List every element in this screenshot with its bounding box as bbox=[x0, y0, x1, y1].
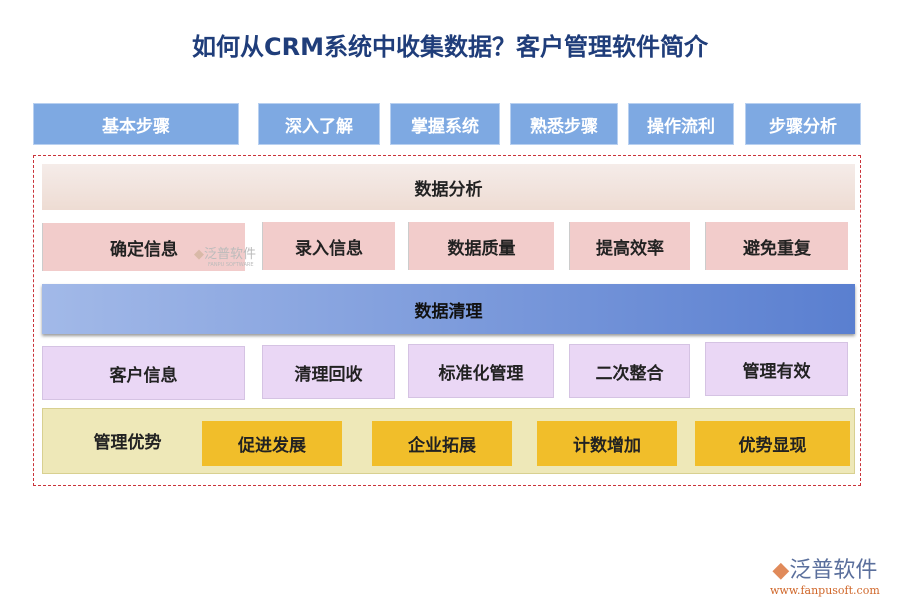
advantage-item: 优势显现 bbox=[695, 421, 850, 466]
tab-familiar-steps[interactable]: 熟悉步骤 bbox=[510, 103, 618, 145]
cleaning-item: 二次整合 bbox=[569, 344, 690, 398]
tab-basic-steps[interactable]: 基本步骤 bbox=[33, 103, 239, 145]
tab-deep-dive[interactable]: 深入了解 bbox=[258, 103, 380, 145]
cleaning-header: 数据清理 bbox=[42, 284, 855, 334]
watermark-brand: 泛普软件 bbox=[204, 247, 257, 262]
advantage-item: 促进发展 bbox=[202, 421, 342, 466]
analysis-item: 提高效率 bbox=[569, 222, 690, 270]
cleaning-item: 管理有效 bbox=[705, 342, 848, 396]
watermark-sub: FANPU SOFTWARE bbox=[208, 262, 254, 268]
analysis-item: 录入信息 bbox=[262, 222, 395, 270]
tab-fluent-operation[interactable]: 操作流利 bbox=[628, 103, 734, 145]
advantage-item: 企业拓展 bbox=[372, 421, 512, 466]
logo-icon: ◆ bbox=[772, 558, 790, 583]
advantage-item: 计数增加 bbox=[537, 421, 677, 466]
analysis-item: 数据质量 bbox=[408, 222, 554, 270]
analysis-item: 避免重复 bbox=[705, 222, 848, 270]
page-title: 如何从CRM系统中收集数据？客户管理软件简介 bbox=[192, 32, 708, 61]
analysis-item: 确定信息 bbox=[42, 223, 245, 271]
cleaning-item: 标准化管理 bbox=[408, 344, 554, 398]
brand-logo: ◆泛普软件 www.fanpusoft.com bbox=[770, 552, 880, 597]
cleaning-item: 客户信息 bbox=[42, 346, 245, 400]
cleaning-item: 清理回收 bbox=[262, 345, 395, 399]
logo-brand: 泛普软件 bbox=[789, 558, 878, 583]
logo-url: www.fanpusoft.com bbox=[770, 584, 880, 597]
analysis-header: 数据分析 bbox=[42, 164, 855, 210]
diagram-frame bbox=[33, 155, 861, 486]
tab-master-system[interactable]: 掌握系统 bbox=[390, 103, 500, 145]
tab-step-analysis[interactable]: 步骤分析 bbox=[745, 103, 861, 145]
advantage-header: 管理优势 bbox=[93, 432, 162, 453]
